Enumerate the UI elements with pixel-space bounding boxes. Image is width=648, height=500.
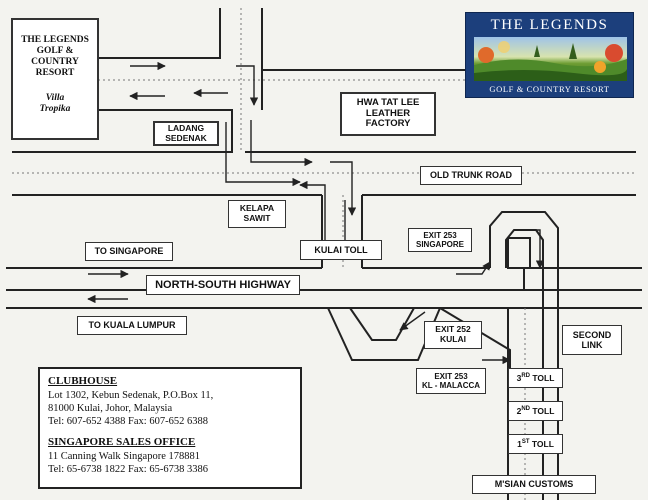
msian-customs-label: M'SIAN CUSTOMS <box>472 475 596 494</box>
resort-title-line-3: COUNTRY <box>31 56 79 67</box>
logo-title: THE LEGENDS <box>490 17 609 33</box>
logo-subtitle: GOLF & COUNTRY RESORT <box>489 84 610 94</box>
resort-logo: THE LEGENDS GOLF & COUNTRY RESORT <box>465 12 634 98</box>
first-toll-label: 1ST TOLL <box>508 434 563 454</box>
second-link-label: SECOND LINK <box>562 325 622 355</box>
exit253-kl-malacca-label: EXIT 253 KL - MALACCA <box>416 368 486 394</box>
contact-info-box: CLUBHOUSE Lot 1302, Kebun Sedenak, P.O.B… <box>38 367 302 489</box>
clubhouse-heading: CLUBHOUSE <box>48 375 118 387</box>
arrow-down-factory <box>236 65 259 106</box>
villa-line-2: Tropika <box>39 103 71 114</box>
local-road-right-edge <box>261 8 620 110</box>
resort-title-line-4: RESORT <box>35 67 75 78</box>
arrow-trunk-down <box>330 161 357 216</box>
exit253-flyover-outer <box>489 211 559 500</box>
resort-box: THE LEGENDS GOLF & COUNTRY RESORT Villa … <box>11 18 99 140</box>
arrow-flyover-down <box>516 229 545 269</box>
sales-office-address: 11 Canning Walk Singapore 178881 <box>48 450 200 462</box>
resort-title-line-1: THE LEGENDS <box>21 35 89 45</box>
north-south-highway-label: NORTH-SOUTH HIGHWAY <box>146 275 300 295</box>
resort-title-line-2: GOLF & <box>36 45 74 56</box>
arrow-up-trunk <box>225 122 301 187</box>
clubhouse-phone: Tel: 607-652 4388 Fax: 607-652 6388 <box>48 416 208 427</box>
exit253-singapore-label: EXIT 253 SINGAPORE <box>408 228 472 252</box>
villa-line-1: Villa <box>45 92 65 103</box>
local-road-left-edge <box>98 8 221 59</box>
kelapa-sawit-label: KELAPA SAWIT <box>228 200 286 228</box>
exit252-loop-inner <box>349 307 415 341</box>
exit252-kulai-label: EXIT 252 KULAI <box>424 321 482 349</box>
sales-office-heading: SINGAPORE SALES OFFICE <box>48 436 196 449</box>
clubhouse-address-line-1: Lot 1302, Kebun Sedenak, P.O.Box 11, <box>48 389 214 401</box>
exit253-box <box>507 237 531 269</box>
to-kuala-lumpur-label: TO KUALA LUMPUR <box>77 316 187 335</box>
to-singapore-label: TO SINGAPORE <box>85 242 173 261</box>
old-trunk-road-label: OLD TRUNK ROAD <box>420 166 522 185</box>
kulai-toll-label: KULAI TOLL <box>300 240 382 260</box>
arrow-kulai-up <box>299 180 326 258</box>
clubhouse-address-line-2: 81000 Kulai, Johor, Malaysia <box>48 402 173 414</box>
ladang-sedenak-label: LADANG SEDENAK <box>153 121 219 146</box>
logo-landscape-art <box>474 37 627 81</box>
third-toll-label: 3RD TOLL <box>508 368 563 388</box>
arrow-right-trunk <box>250 120 313 167</box>
sales-office-phone: Tel: 65-6738 1822 Fax: 65-6738 3386 <box>48 464 208 475</box>
arrow-exit252 <box>399 311 426 331</box>
arrow-exit253-singapore <box>456 261 491 275</box>
hwa-tat-lee-label: HWA TAT LEE LEATHER FACTORY <box>340 92 436 136</box>
second-toll-label: 2ND TOLL <box>508 401 563 421</box>
